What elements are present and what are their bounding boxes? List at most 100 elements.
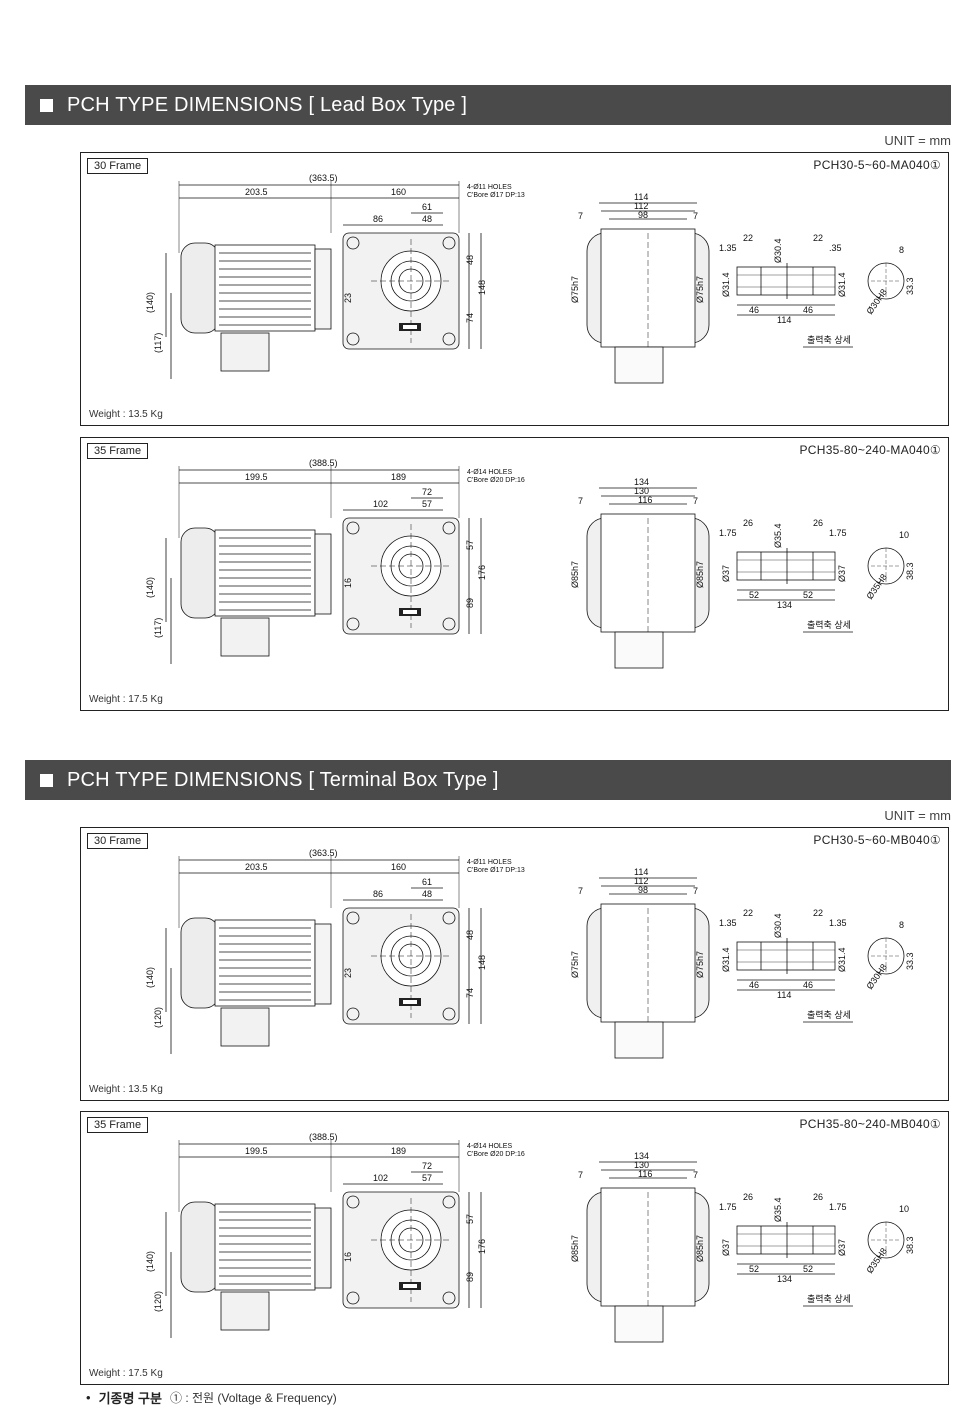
shaft-g: Ø37 (837, 565, 847, 582)
dim-23: 16 (343, 578, 353, 588)
shaft-c: Ø30.4 (773, 238, 783, 263)
weight-label: Weight : 17.5 Kg (89, 694, 163, 705)
shaft-detail (736, 1225, 836, 1255)
shaft-l: 38.3 (905, 562, 915, 580)
motor-body (214, 529, 316, 617)
shaft-c: Ø35.4 (773, 523, 783, 548)
section-header-lead-box: PCH TYPE DIMENSIONS [ Lead Box Type ] (25, 85, 951, 125)
side-w2: 112 (634, 201, 648, 211)
side-e-right: 7 (693, 496, 698, 506)
side-d1: Ø85h7 (570, 1235, 580, 1262)
unit-label: UNIT = mm (884, 133, 951, 148)
holes-label: 4-Ø14 HOLES (467, 469, 512, 476)
dim-48: 48 (422, 889, 432, 899)
side-w1: 134 (634, 1151, 649, 1161)
shaft-j: 134 (777, 600, 792, 610)
footer-legend: ① : 전원 (Voltage & Frequency) (169, 1391, 337, 1405)
dim-48-vertical: 57 (465, 540, 475, 550)
shaft-e: .35 (829, 243, 842, 253)
shaft-f: Ø31.4 (721, 272, 731, 297)
side-d2: Ø85h7 (695, 561, 705, 588)
drawing-panel-30-frame-terminal: 30 Frame PCH30-5~60-MB040① Weight : 13.5… (80, 827, 949, 1101)
side-w3: 98 (638, 885, 648, 895)
dim-height-140: (140) (145, 1251, 155, 1272)
side-d1: Ø75h7 (570, 951, 580, 978)
dim-height-140: (140) (145, 292, 155, 313)
dim-61: 72 (422, 1161, 432, 1171)
shaft-l: 33.3 (905, 952, 915, 970)
shaft-m: Ø35H8 (864, 572, 889, 601)
shaft-i: 46 (803, 305, 813, 315)
shaft-f: Ø37 (721, 565, 731, 582)
shaft-detail-label: 출력축 상세 (807, 1293, 851, 1304)
dim-148: 148 (477, 280, 487, 295)
shaft-detail-label: 출력축 상세 (807, 619, 851, 630)
dim-box-length: 160 (391, 862, 406, 872)
section-header-terminal-box: PCH TYPE DIMENSIONS [ Terminal Box Type … (25, 760, 951, 800)
shaft-m: Ø30H8 (864, 962, 889, 991)
holes-label: 4-Ø11 HOLES (467, 859, 512, 866)
shaft-a: 1.35 (719, 918, 737, 928)
weight-label: Weight : 13.5 Kg (89, 1084, 163, 1095)
cbore-label: C'Bore Ø17 DP:13 (467, 867, 525, 874)
dim-23: 23 (343, 293, 353, 303)
dimension-drawing: (388.5) 199.5 189 102 57 72 4-Ø14 HOLES … (145, 458, 915, 669)
dim-86: 86 (373, 214, 383, 224)
dim-height-117: (117) (153, 333, 163, 353)
side-w3: 98 (638, 210, 648, 220)
dim-86: 102 (373, 1173, 388, 1183)
shaft-b: 26 (743, 1192, 753, 1202)
motor-end-cap (180, 242, 220, 334)
shaft-c: Ø35.4 (773, 1197, 783, 1222)
motor-end-cap (180, 527, 220, 619)
shaft-l: 38.3 (905, 1236, 915, 1254)
shaft-j: 114 (777, 990, 791, 1000)
dim-86: 86 (373, 889, 383, 899)
shaft-detail (736, 551, 836, 581)
brand-logo-icon (399, 608, 421, 616)
dim-total: (388.5) (309, 458, 338, 468)
shaft-detail-label: 출력축 상세 (807, 1009, 851, 1020)
dim-box-length: 189 (391, 472, 406, 482)
footer-note: • 기종명 구분 ① : 전원 (Voltage & Frequency) (86, 1388, 337, 1407)
shaft-f: Ø31.4 (721, 947, 731, 972)
frame-tag: 35 Frame (87, 443, 149, 459)
shaft-k: 8 (899, 245, 904, 255)
dim-box-length: 160 (391, 187, 406, 197)
dim-48-vertical: 48 (465, 255, 475, 265)
shaft-e: 1.75 (829, 528, 847, 538)
dim-148: 176 (477, 565, 487, 580)
dim-74: 89 (465, 1272, 475, 1282)
shaft-i: 52 (803, 590, 813, 600)
frame-tag: 35 Frame (87, 1117, 149, 1133)
dim-23: 16 (343, 1252, 353, 1262)
dim-48-vertical: 57 (465, 1214, 475, 1224)
lead-box (220, 332, 270, 372)
shaft-h: 52 (749, 590, 759, 600)
model-number: PCH35-80~240-MB040① (799, 1117, 941, 1131)
shaft-g: Ø31.4 (837, 947, 847, 972)
dim-86: 102 (373, 499, 388, 509)
shaft-detail-label: 출력축 상세 (807, 334, 851, 345)
motor-body (214, 919, 316, 1007)
dimension-drawing: (363.5) 203.5 160 86 48 61 4-Ø11 HOLES C… (145, 848, 915, 1059)
dim-height-117: (120) (153, 1291, 163, 1312)
dim-148: 176 (477, 1239, 487, 1254)
side-e-right: 7 (693, 211, 698, 221)
shaft-l: 33.3 (905, 277, 915, 295)
motor-body (214, 244, 316, 332)
shaft-h: 52 (749, 1264, 759, 1274)
side-w1: 134 (634, 477, 649, 487)
shaft-k: 8 (899, 920, 904, 930)
dim-motor-length: 199.5 (245, 472, 268, 482)
square-bullet-icon (40, 98, 53, 112)
dim-48: 48 (422, 214, 432, 224)
lead-box (220, 1291, 270, 1331)
dim-61: 72 (422, 487, 432, 497)
shaft-m: Ø35H8 (864, 1246, 889, 1275)
shaft-a: 1.75 (719, 528, 737, 538)
shaft-h: 46 (749, 305, 759, 315)
shaft-j: 114 (777, 315, 791, 325)
shaft-d: 26 (813, 518, 823, 528)
brand-logo-icon (399, 1282, 421, 1290)
